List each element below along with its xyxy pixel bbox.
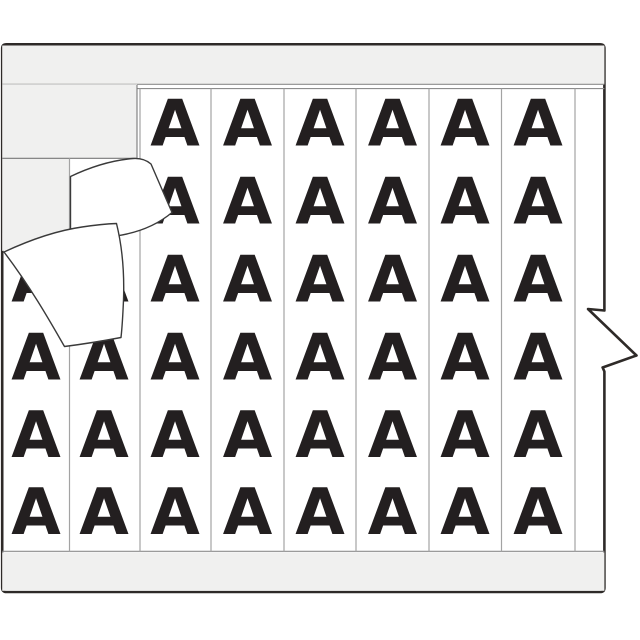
wire-marker-letter: A bbox=[150, 243, 200, 317]
wire-marker-letter: A bbox=[513, 87, 563, 161]
wire-marker-letter: A bbox=[440, 243, 490, 317]
wire-marker-letter: A bbox=[295, 243, 345, 317]
wire-marker-letter: A bbox=[223, 87, 273, 161]
wire-marker-letter: A bbox=[513, 476, 563, 550]
wire-marker-letter: A bbox=[440, 399, 490, 473]
wire-marker-letter: A bbox=[368, 399, 418, 473]
wire-marker-letter: A bbox=[513, 243, 563, 317]
wire-marker-letter: A bbox=[440, 165, 490, 239]
top-liner-band bbox=[2, 45, 605, 85]
wire-marker-letter: A bbox=[295, 399, 345, 473]
peeled-area-liner bbox=[2, 84, 138, 159]
wire-marker-letter: A bbox=[295, 476, 345, 550]
wire-marker-letter: A bbox=[368, 243, 418, 317]
strip-separators bbox=[68, 88, 576, 552]
wire-marker-letter: A bbox=[223, 476, 273, 550]
wire-marker-letter: A bbox=[11, 321, 61, 395]
wire-marker-letter: A bbox=[368, 321, 418, 395]
wire-marker-letter: A bbox=[368, 476, 418, 550]
wire-marker-letter: A bbox=[513, 321, 563, 395]
wire-marker-letter: A bbox=[368, 165, 418, 239]
wire-marker-letter: A bbox=[440, 87, 490, 161]
wire-marker-letter: A bbox=[11, 399, 61, 473]
wire-marker-letter: A bbox=[513, 165, 563, 239]
bottom-liner-band bbox=[2, 552, 605, 591]
wire-marker-letter: A bbox=[150, 87, 200, 161]
wire-marker-letter: A bbox=[295, 321, 345, 395]
wire-marker-letter: A bbox=[223, 243, 273, 317]
peeled-area-liner-lower bbox=[2, 158, 70, 251]
wire-marker-letter: A bbox=[513, 399, 563, 473]
wire-marker-letter: A bbox=[150, 321, 200, 395]
wire-marker-letter: A bbox=[368, 87, 418, 161]
wire-marker-letter: A bbox=[79, 399, 129, 473]
wire-marker-letter: A bbox=[223, 321, 273, 395]
wire-marker-letter: A bbox=[295, 165, 345, 239]
wire-marker-letter: A bbox=[79, 476, 129, 550]
wire-marker-letter: A bbox=[150, 476, 200, 550]
wire-marker-letter: A bbox=[223, 165, 273, 239]
wire-marker-letter: A bbox=[295, 87, 345, 161]
wire-marker-letter: A bbox=[150, 399, 200, 473]
wire-marker-letter: A bbox=[440, 476, 490, 550]
wire-marker-letter: A bbox=[440, 321, 490, 395]
wire-marker-letter: A bbox=[223, 399, 273, 473]
wire-marker-letter: A bbox=[11, 476, 61, 550]
peeling-label-curl-lower bbox=[3, 222, 125, 348]
